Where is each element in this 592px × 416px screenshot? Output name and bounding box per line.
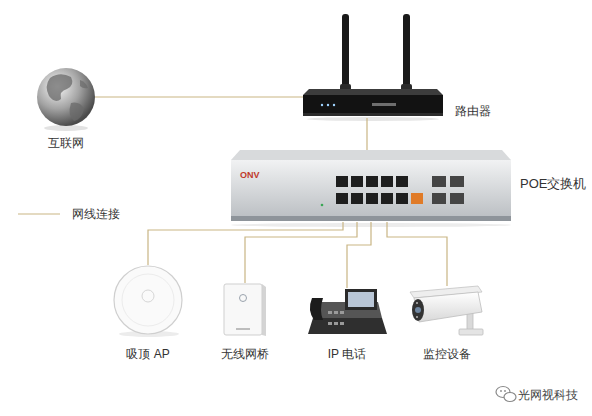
device-node: 监控设备 (408, 286, 486, 336)
device-label: IP 电话 (328, 347, 366, 361)
cable-line (366, 118, 367, 150)
legend-row: 网线连接 (18, 205, 120, 223)
device-node: IP 电话 (306, 288, 388, 336)
brand-logo: ONV (240, 170, 260, 181)
device-label: 互联网 (48, 136, 84, 150)
device-node: 无线网桥 (222, 283, 268, 336)
cable-line (347, 222, 371, 288)
watermark: 光网视科技 (518, 388, 578, 402)
cable-line (387, 222, 447, 286)
camera-icon (410, 286, 483, 335)
device-node: 路由器 (303, 12, 443, 118)
device-label: 监控设备 (423, 347, 471, 361)
cable-line (245, 222, 357, 283)
device-node: POE交换机 (230, 150, 512, 222)
device-label: 无线网桥 (221, 347, 269, 361)
device-node: 吸顶 AP (113, 265, 183, 336)
bridge-icon (224, 284, 266, 336)
legend: 网线连接 (18, 205, 120, 223)
router-icon (303, 14, 443, 121)
cable-line (95, 96, 303, 97)
watermark-icon (496, 387, 516, 402)
device-label: 吸顶 AP (126, 347, 169, 361)
device-label: POE交换机 (520, 176, 586, 192)
ap-icon (114, 266, 182, 337)
globe-icon (37, 68, 95, 131)
legend-line (18, 213, 60, 214)
phone-icon (308, 289, 387, 334)
device-node: 互联网 (37, 68, 95, 126)
legend-text: 网线连接 (72, 206, 120, 223)
legend-line-sample (18, 209, 60, 219)
switch-icon (231, 150, 511, 227)
device-label: 路由器 (455, 104, 491, 118)
